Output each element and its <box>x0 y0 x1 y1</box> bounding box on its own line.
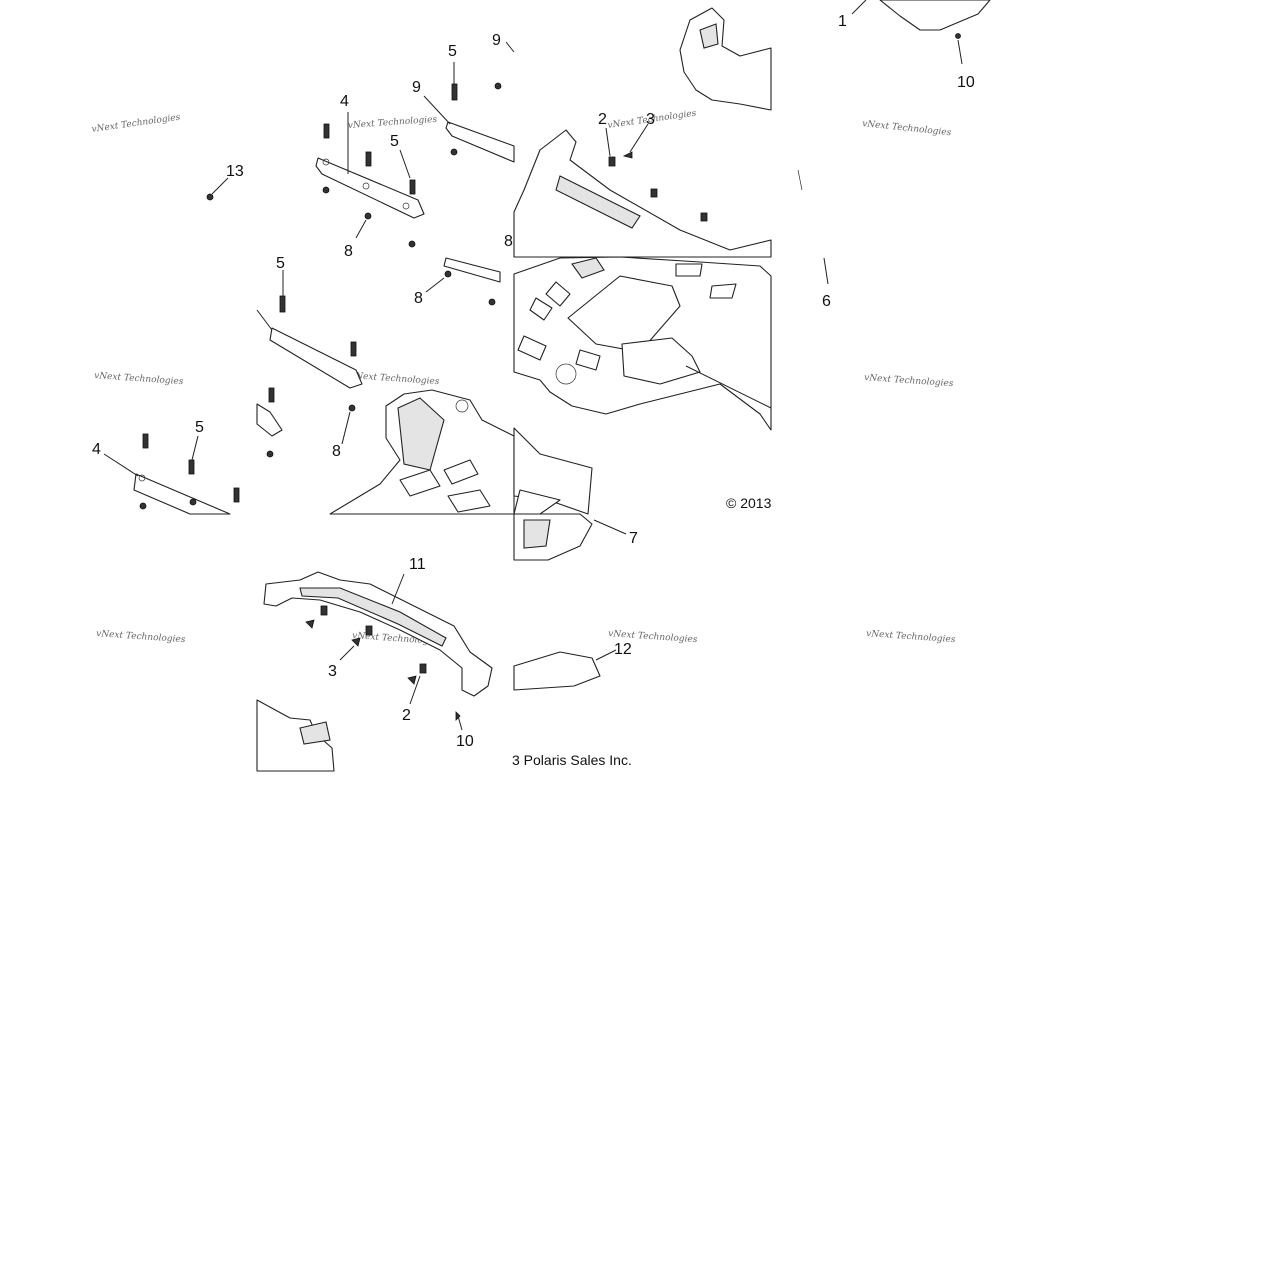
tile-11 <box>513 513 627 691</box>
bracket-9 <box>445 121 515 163</box>
callout-8: 8 <box>414 290 423 307</box>
watermark: vNext Technologies <box>350 371 440 387</box>
floor-panel-upper <box>513 129 772 258</box>
callout-10: 10 <box>456 733 474 750</box>
watermark: vNext Technologies <box>96 629 186 645</box>
callout-7: 7 <box>629 530 638 547</box>
fastener-13 <box>206 193 214 201</box>
callout-5: 5 <box>276 255 285 272</box>
callout-11: 11 <box>409 556 426 573</box>
callout-13: 13 <box>226 163 244 180</box>
watermark: vNext Technologies <box>864 373 954 389</box>
callout-5: 5 <box>448 43 457 60</box>
callout-8: 8 <box>504 233 513 250</box>
callout-3: 3 <box>646 111 655 128</box>
callout-5: 5 <box>390 133 399 150</box>
tile-2 <box>315 41 515 248</box>
watermark: vNext Technologies <box>91 113 181 135</box>
callout-8: 8 <box>344 243 353 260</box>
callout-2: 2 <box>598 111 607 128</box>
callout-4: 4 <box>92 441 101 458</box>
tile-5 <box>103 433 240 515</box>
callout-6: 6 <box>822 293 831 310</box>
watermark: vNext Technologies <box>348 115 438 131</box>
tile-10 <box>256 571 493 772</box>
tile-3 <box>513 7 772 258</box>
pad-part-12 <box>513 651 601 691</box>
bracket-4-lower <box>133 473 231 515</box>
callout-1: 1 <box>838 13 847 30</box>
bracket-9-lower <box>269 327 363 389</box>
callout-2: 2 <box>402 707 411 724</box>
watermark: vNext Technologies <box>866 629 956 645</box>
copyright-fragment-1: © 2013 <box>726 495 772 511</box>
watermarks: vNext Technologies vNext Technologies vN… <box>91 109 956 648</box>
callout-3: 3 <box>328 663 337 680</box>
tile-6 <box>256 257 515 515</box>
floor-storage-well <box>567 275 681 353</box>
callout-9: 9 <box>492 32 501 49</box>
callouts: 1 2 2 3 3 4 4 5 5 5 5 6 7 8 8 8 8 9 9 10… <box>92 13 975 750</box>
rear-frame-part <box>679 7 772 111</box>
tile-1 <box>206 177 229 201</box>
callout-8: 8 <box>332 443 341 460</box>
rail-part-11 <box>263 571 493 697</box>
callout-9: 9 <box>412 79 421 96</box>
callout-4: 4 <box>340 93 349 110</box>
watermark: vNext Technologies <box>94 371 184 387</box>
callout-12: 12 <box>614 641 632 658</box>
cover-part-1 <box>879 0 991 31</box>
tile-8 <box>823 257 829 285</box>
watermark: vNext Technologies <box>862 119 952 138</box>
callout-5: 5 <box>195 419 204 436</box>
tile-7 <box>513 256 772 515</box>
callout-10: 10 <box>957 74 975 91</box>
copyright-fragment-2: 3 Polaris Sales Inc. <box>512 752 632 768</box>
tile-4 <box>797 0 991 191</box>
bracket-4 <box>315 157 425 219</box>
